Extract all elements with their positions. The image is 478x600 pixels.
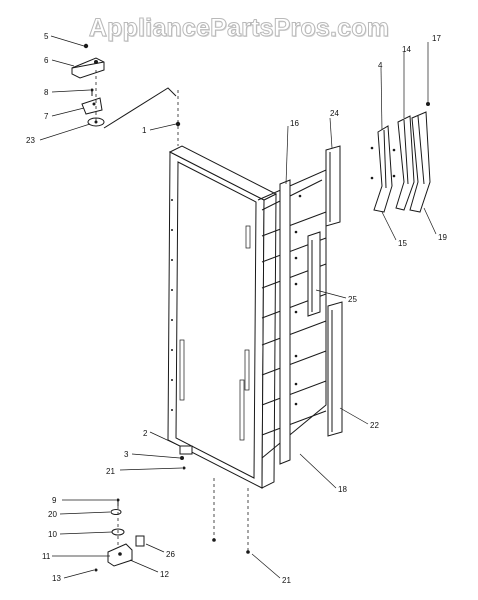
door-panel xyxy=(167,145,278,489)
handle-part-19 xyxy=(409,111,431,213)
handle-part-4 xyxy=(373,125,393,213)
callout-20: 20 xyxy=(48,510,57,519)
callout-18: 18 xyxy=(338,485,347,494)
callout-16: 16 xyxy=(290,119,299,128)
callout-26: 26 xyxy=(166,550,175,559)
callout-labels: 5 6 8 7 23 1 4 14 17 16 24 15 19 25 22 1… xyxy=(26,32,447,585)
callout-24: 24 xyxy=(330,109,339,118)
callout-19: 19 xyxy=(438,233,447,242)
callout-9: 9 xyxy=(52,496,57,505)
callout-25-upper: 25 xyxy=(348,295,357,304)
bottom-hinge-assembly xyxy=(94,445,250,572)
callout-11: 11 xyxy=(42,552,51,561)
top-hinge-leader-box xyxy=(103,87,181,146)
watermark-text: AppliancePartsPros.com xyxy=(88,14,390,43)
callout-17: 17 xyxy=(432,34,441,43)
callout-22: 22 xyxy=(370,421,379,430)
callout-10: 10 xyxy=(48,530,57,539)
callout-1: 1 xyxy=(142,126,147,135)
door-liner-frame xyxy=(257,169,327,465)
callout-5: 5 xyxy=(44,32,49,41)
callout-2: 2 xyxy=(143,429,148,438)
callout-4: 4 xyxy=(378,61,383,70)
callout-12: 12 xyxy=(160,570,169,579)
callout-7: 7 xyxy=(44,112,49,121)
part-25-strip xyxy=(307,231,321,317)
handle-part-14 xyxy=(395,115,415,211)
callout-3: 3 xyxy=(124,450,129,459)
callout-23: 23 xyxy=(26,136,35,145)
part-24-strip xyxy=(325,145,341,227)
callout-21-upper: 21 xyxy=(106,467,115,476)
callout-13: 13 xyxy=(52,574,61,583)
callout-15: 15 xyxy=(398,239,407,248)
part-22-strip xyxy=(327,301,343,437)
leader-lines xyxy=(39,35,437,579)
top-hinge-assembly xyxy=(71,43,105,127)
callout-8: 8 xyxy=(44,88,49,97)
callout-6: 6 xyxy=(44,56,49,65)
callout-14: 14 xyxy=(402,45,411,54)
callout-21-lower: 21 xyxy=(282,576,291,585)
